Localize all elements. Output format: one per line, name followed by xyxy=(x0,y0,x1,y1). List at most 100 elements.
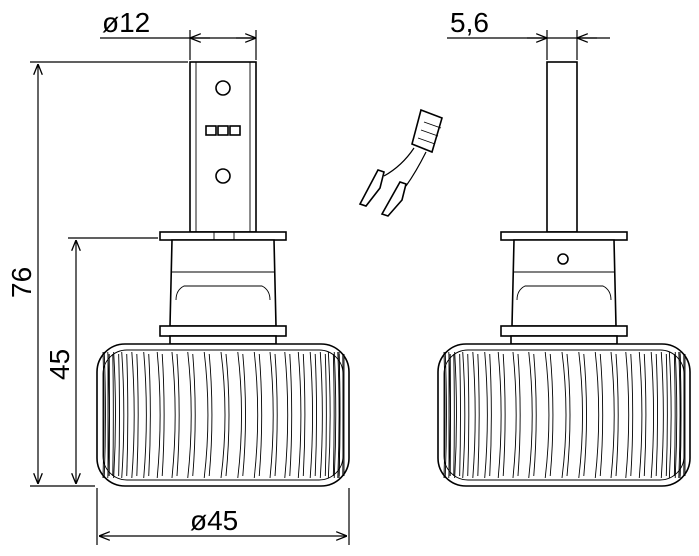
side-view xyxy=(437,61,691,487)
heatsink-fin-edge xyxy=(324,353,327,477)
heatsink-fin xyxy=(269,351,274,479)
heatsink-fin-edge xyxy=(258,353,263,477)
heatsink-fin-edge xyxy=(583,353,587,477)
heatsink-fin-edge xyxy=(502,353,506,477)
led-chips xyxy=(205,125,241,136)
dimension-base-height: 45 xyxy=(44,237,158,484)
heatsink-fin xyxy=(297,351,302,479)
heatsink-fin xyxy=(220,351,226,479)
heatsink-fin-edge xyxy=(118,353,120,477)
heatsink-fin-edge xyxy=(643,353,647,477)
heatsink-fin xyxy=(333,351,337,479)
heatsink-fin xyxy=(528,351,533,479)
heatsink-fin xyxy=(131,351,135,479)
heatsink-fin xyxy=(337,351,340,479)
flange xyxy=(159,231,287,241)
heatsink-fin xyxy=(462,351,466,479)
heatsink-fin xyxy=(187,351,192,479)
heatsink-fin-edge xyxy=(274,353,278,477)
heatsink-fin xyxy=(561,351,567,479)
heatsink-fin xyxy=(512,351,517,479)
heatsink-fin xyxy=(444,351,447,479)
heatsink-fin-edge xyxy=(665,353,668,477)
dimension-base-diameter: ø45 xyxy=(96,488,350,545)
front-view xyxy=(96,61,350,487)
heatsink-fin xyxy=(143,351,147,479)
heatsink-fin xyxy=(472,351,476,479)
heatsink-fin-edge xyxy=(459,353,461,477)
side-heatsink-fins xyxy=(443,351,686,479)
heatsink-fin xyxy=(454,351,457,479)
side-hole xyxy=(557,253,569,265)
heatsink-fin xyxy=(319,351,323,479)
collar xyxy=(159,325,287,337)
heatsink-fin-edge xyxy=(314,353,317,477)
heatsink-fin-edge xyxy=(112,353,114,477)
dimension-label-top-width: ø12 xyxy=(102,7,150,38)
heatsink-fin-edge xyxy=(332,353,335,477)
wire-connector xyxy=(358,108,443,217)
heatsink-fin-edge xyxy=(467,353,470,477)
heatsink-fin xyxy=(594,351,600,479)
dimension-label-total-height: 76 xyxy=(6,267,37,298)
heatsink-fin-edge xyxy=(225,353,230,477)
heatsink-fin xyxy=(156,351,161,479)
heatsink-fin xyxy=(102,351,105,479)
heatsink-fin-edge xyxy=(208,353,213,477)
dimension-side-width: 5,6 xyxy=(447,7,610,60)
dimension-total-height: 76 xyxy=(6,61,188,487)
heatsink-fin xyxy=(650,351,654,479)
heatsink-fin-edge xyxy=(192,353,196,477)
heatsink-fin-edge xyxy=(615,353,619,477)
heatsink-fin xyxy=(103,351,106,479)
terminal-left xyxy=(358,169,385,207)
heatsink-fin-edge xyxy=(126,353,129,477)
heatsink-fin-edge xyxy=(242,353,246,477)
heatsink-fin-edge xyxy=(599,353,604,477)
heatsink-fin xyxy=(660,351,664,479)
heatsink-fin-edge xyxy=(630,353,634,477)
side-collar xyxy=(500,325,628,337)
dimension-label-base-diameter: ø45 xyxy=(190,505,238,536)
heatsink-fin xyxy=(544,351,550,479)
dimension-label-side-width: 5,6 xyxy=(450,7,489,38)
heatsink-fin xyxy=(578,351,583,479)
heatsink-fin-edge xyxy=(566,353,571,477)
heatsink-fin xyxy=(668,351,672,479)
heatsink-fin xyxy=(203,351,209,479)
heatsink-fin xyxy=(107,351,110,479)
heatsink-fin xyxy=(484,351,488,479)
heatsink-fin xyxy=(448,351,451,479)
heatsink-fin xyxy=(443,351,446,479)
heatsink-fin-edge xyxy=(302,353,306,477)
heatsink-fins xyxy=(102,351,345,479)
heatsink-fin xyxy=(327,351,331,479)
heatsink-fin-edge xyxy=(176,353,180,477)
heatsink-fin xyxy=(113,351,116,479)
heatsink-fin-edge xyxy=(453,353,455,477)
heatsink-fin xyxy=(610,351,615,479)
neck xyxy=(169,239,277,327)
heatsink-fin-edge xyxy=(289,353,293,477)
heatsink-fin-edge xyxy=(655,353,658,477)
heatsink-fin xyxy=(678,351,681,479)
side-heatsink xyxy=(437,343,691,487)
heatsink-fin xyxy=(121,351,125,479)
heatsink-fin xyxy=(638,351,643,479)
heatsink-fin-edge xyxy=(161,353,165,477)
heatsink-fin-edge xyxy=(533,353,537,477)
dimension-label-base-height: 45 xyxy=(44,349,75,380)
heatsink-fin xyxy=(309,351,313,479)
side-flange xyxy=(500,231,628,241)
heatsink-fin xyxy=(171,351,176,479)
heatsink-fin xyxy=(674,351,678,479)
side-neck xyxy=(511,239,617,327)
heatsink-fin-edge xyxy=(549,353,554,477)
heatsink-fin-edge xyxy=(148,353,151,477)
heatsink-fin-edge xyxy=(517,353,521,477)
connector-housing xyxy=(411,108,443,154)
screw-hole-bottom xyxy=(215,168,231,184)
dimension-top-width: ø12 xyxy=(100,7,257,60)
